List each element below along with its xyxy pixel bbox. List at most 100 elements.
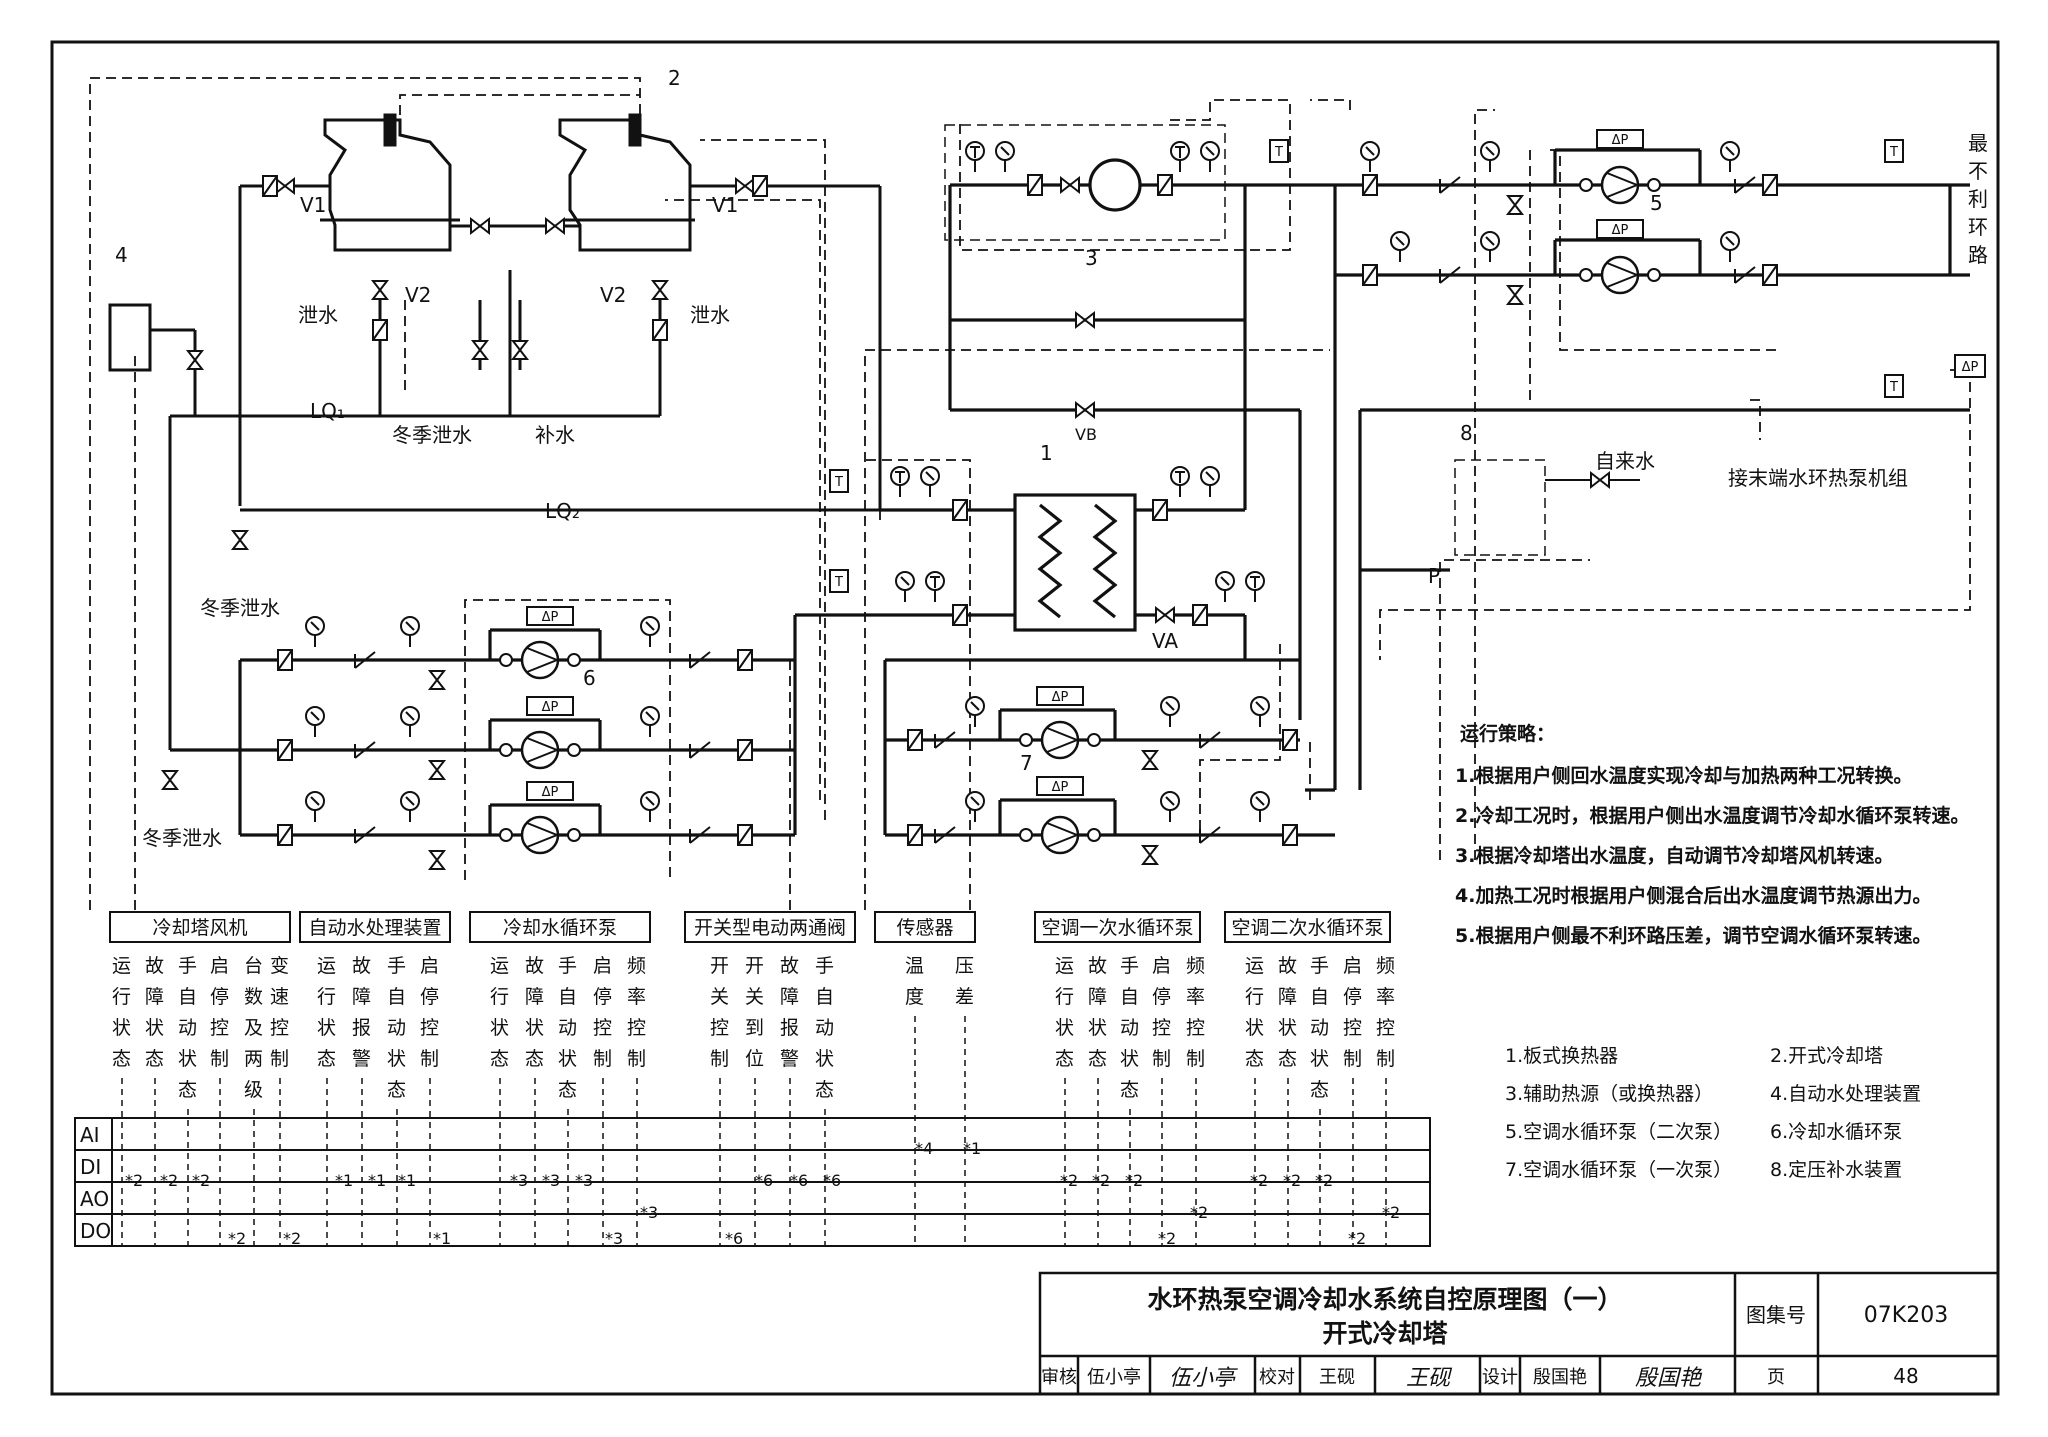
io-column-char: 台 [244, 955, 263, 977]
io-column-char: 数 [244, 986, 263, 1008]
designer-signature: 殷国艳 [1635, 1366, 1703, 1391]
io-column-char: 动 [815, 1017, 834, 1039]
io-column-char: 状 [145, 1017, 164, 1039]
io-column-char: 速 [270, 986, 289, 1008]
io-column-char: 态 [112, 1048, 131, 1070]
io-column-char: 自 [1120, 986, 1139, 1008]
drawing-subtitle: 开式冷却塔 [1322, 1319, 1448, 1348]
io-column-char: 手 [1310, 955, 1329, 977]
io-column-char: 运 [112, 955, 131, 977]
io-column-char: 控 [1186, 1017, 1205, 1039]
io-column-char: 运 [490, 955, 509, 977]
checker-signature: 王砚 [1406, 1366, 1453, 1391]
svg-text:ΔP: ΔP [1962, 360, 1979, 375]
io-mark: *6 [725, 1229, 743, 1248]
io-column-char: 态 [1278, 1048, 1297, 1070]
io-column-char: 态 [1120, 1079, 1139, 1101]
io-mark: *6 [755, 1171, 773, 1190]
io-column-char: 制 [1186, 1048, 1205, 1070]
io-column-char: 运 [317, 955, 336, 977]
io-column-char: 障 [1278, 986, 1297, 1008]
strategy-item: 2.冷却工况时，根据用户侧出水温度调节冷却水循环泵转速。 [1455, 804, 1969, 827]
svg-text:页: 页 [1767, 1367, 1785, 1388]
label-tap-water: 自来水 [1595, 449, 1655, 473]
io-column-char: 频 [1376, 955, 1395, 977]
io-column-char: 障 [352, 986, 371, 1008]
io-column-char: 控 [1343, 1017, 1362, 1039]
io-column-char: 级 [244, 1079, 263, 1101]
io-column-char: 障 [780, 986, 799, 1008]
io-column-char: 压 [955, 955, 974, 977]
io-column-char: 自 [815, 986, 834, 1008]
io-column-char: 启 [420, 955, 439, 977]
io-column-char: 警 [780, 1048, 799, 1070]
io-column-char: 度 [905, 986, 924, 1008]
io-column-char: 报 [352, 1017, 371, 1039]
io-column-char: 率 [1376, 986, 1395, 1008]
io-column-char: 状 [178, 1048, 197, 1070]
io-column-char: 差 [955, 986, 974, 1008]
svg-text:T: T [1889, 380, 1898, 395]
io-column-char: 状 [1088, 1017, 1107, 1039]
io-mark: *2 [1250, 1171, 1268, 1190]
io-column-char: 制 [420, 1048, 439, 1070]
io-column-char: 两 [244, 1048, 263, 1070]
io-mark: *6 [790, 1171, 808, 1190]
io-mark: *6 [823, 1171, 841, 1190]
io-column-char: 自 [558, 986, 577, 1008]
svg-text:ΔP: ΔP [542, 610, 559, 625]
svg-text:殷国艳: 殷国艳 [1533, 1367, 1587, 1388]
io-column-char: 自 [178, 986, 197, 1008]
io-column-char: 态 [178, 1079, 197, 1101]
io-row-labels: AI DI AO DO [80, 1123, 111, 1243]
io-column-char: 自 [387, 986, 406, 1008]
label-worst-loop-5: 路 [1968, 243, 1988, 267]
strategy-item: 4.加热工况时根据用户侧混合后出水温度调节热源出力。 [1455, 884, 1931, 907]
io-column-char: 状 [1310, 1048, 1329, 1070]
svg-text:T: T [1889, 145, 1898, 160]
io-column-char: 态 [490, 1048, 509, 1070]
svg-text:T: T [834, 475, 843, 490]
strategy-item: 3.根据冷却塔出水温度，自动调节冷却塔风机转速。 [1455, 844, 1893, 867]
io-column-char: 行 [1055, 986, 1074, 1008]
io-column-char: 手 [558, 955, 577, 977]
reviewer-signature: 伍小亭 [1169, 1366, 1238, 1391]
io-mark: *2 [1158, 1229, 1176, 1248]
io-column-char: 故 [145, 955, 164, 977]
label-lq2: LQ₂ [545, 499, 580, 523]
label-v1-left: V1 [300, 193, 326, 217]
io-column-char: 自 [1310, 986, 1329, 1008]
io-column-char: 故 [525, 955, 544, 977]
io-group-title: 空调二次水循环泵 [1231, 917, 1383, 939]
io-column-char: 手 [1120, 955, 1139, 977]
io-column-char: 状 [558, 1048, 577, 1070]
title-block [1038, 1271, 2000, 1396]
io-column-char: 态 [1245, 1048, 1264, 1070]
label-vb: VB [1075, 425, 1097, 444]
io-mark: *4 [915, 1139, 933, 1158]
io-column-char: 制 [627, 1048, 646, 1070]
label-n7: 7 [1020, 751, 1033, 775]
io-column-char: 制 [1343, 1048, 1362, 1070]
io-column-char: 控 [593, 1017, 612, 1039]
svg-text:AO: AO [80, 1187, 109, 1211]
title-block-text: 水环热泵空调冷却水系统自控原理图（一） 开式冷却塔 图集号 07K203 审核 … [1041, 1285, 1948, 1391]
strategy-item: 5.根据用户侧最不利环路压差，调节空调水循环泵转速。 [1455, 924, 1931, 947]
io-column-char: 率 [627, 986, 646, 1008]
io-column-char: 行 [1245, 986, 1264, 1008]
io-column-char: 启 [1152, 955, 1171, 977]
dashed-control-wires [89, 77, 1971, 910]
io-column-char: 状 [525, 1017, 544, 1039]
io-column-char: 状 [317, 1017, 336, 1039]
label-to-end: 接末端水环热泵机组 [1728, 466, 1908, 490]
io-column-char: 停 [1343, 986, 1362, 1008]
svg-text:4.自动水处理装置: 4.自动水处理装置 [1770, 1083, 1921, 1105]
svg-text:图集号: 图集号 [1746, 1303, 1806, 1327]
label-winter-drain-mid: 冬季泄水 [200, 596, 280, 620]
io-column-char: 到 [745, 1017, 764, 1039]
io-column-char: 动 [178, 1017, 197, 1039]
label-n4: 4 [115, 243, 128, 267]
svg-text:T: T [834, 575, 843, 590]
